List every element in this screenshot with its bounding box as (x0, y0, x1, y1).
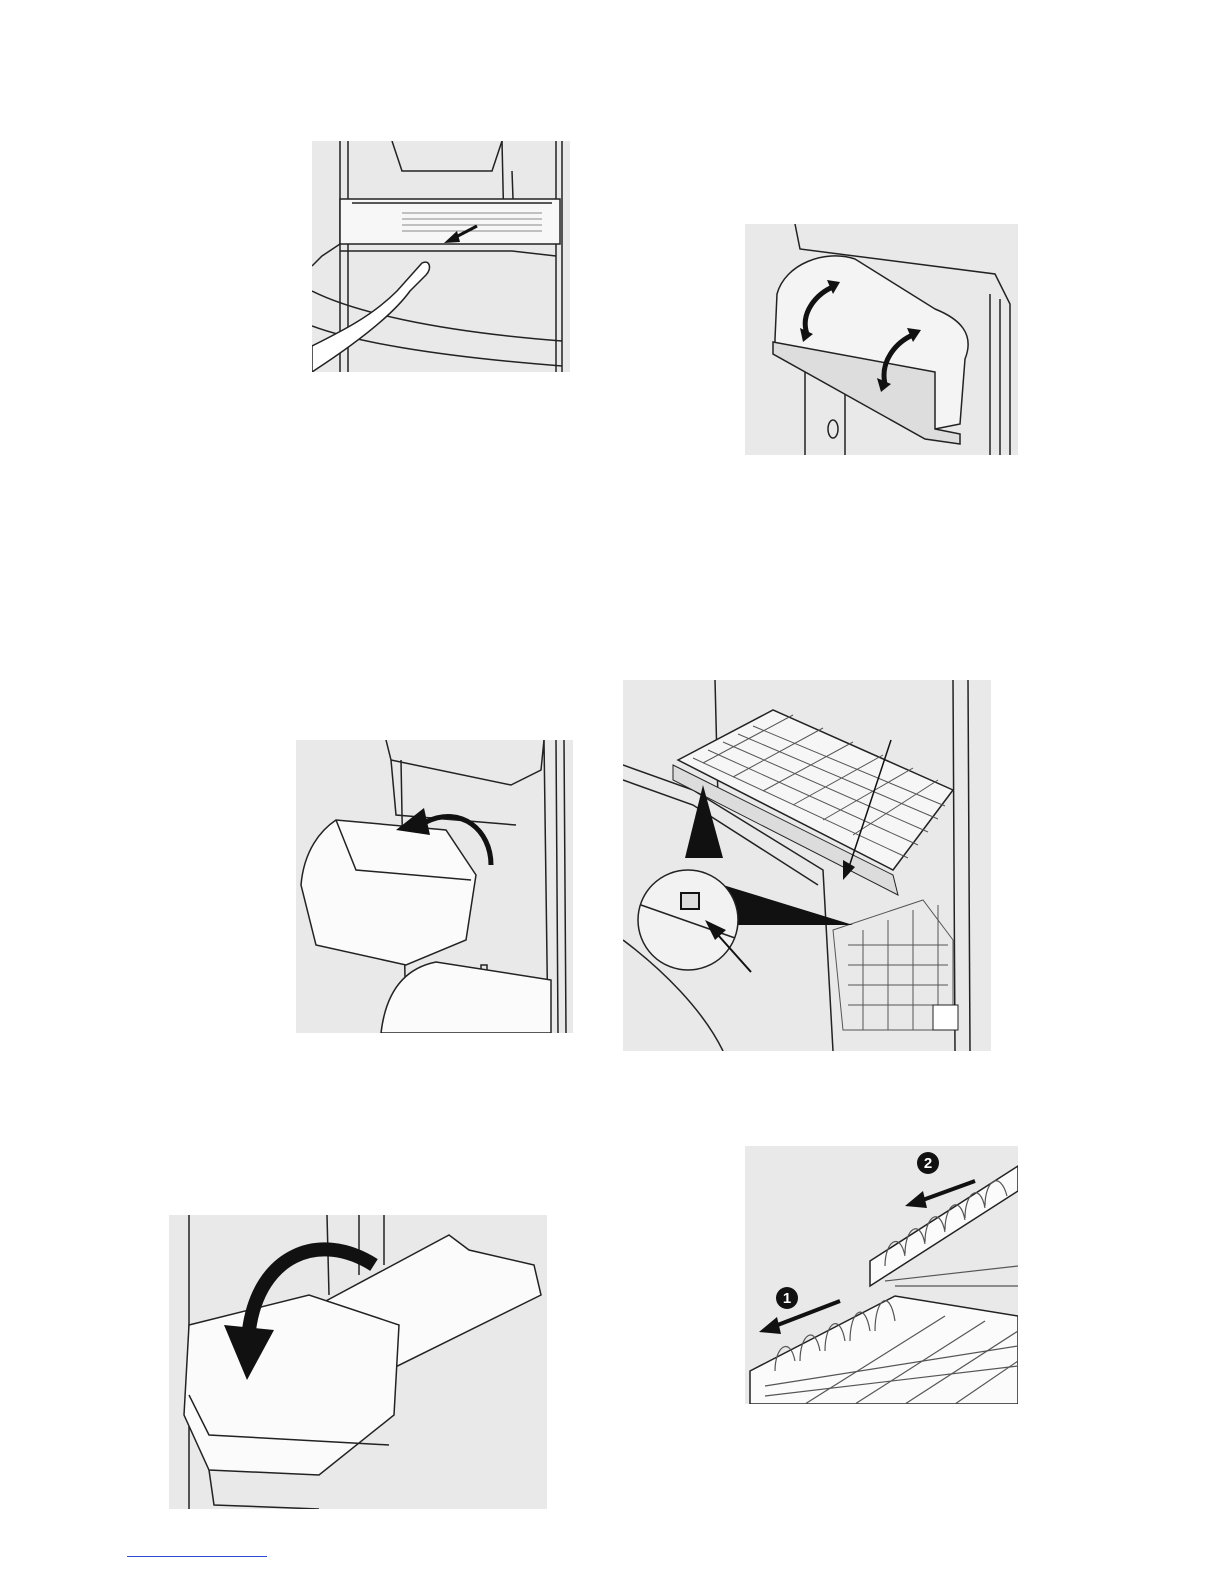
step-2-badge: 2 (917, 1152, 939, 1174)
step-1-arrow-icon (759, 1301, 840, 1334)
freezer-basket-illustration (623, 680, 991, 1051)
upper-basket-grid (673, 710, 953, 895)
hinged-shelf-illustration (169, 1215, 547, 1509)
numbered-baskets-drawing: 2 1 (745, 1146, 1018, 1404)
door-bin-drawing (296, 740, 573, 1033)
shelf-cover-drawing (745, 224, 1018, 455)
step-1-label: 1 (783, 1290, 791, 1307)
door-bin-illustration (296, 740, 573, 1033)
shelf-cover-illustration (745, 224, 1018, 455)
hinged-shelf-drawing (169, 1215, 547, 1509)
crisper-drawer-drawing (312, 141, 570, 372)
lower-basket-grid (833, 900, 958, 1030)
footer-link-underline (127, 1556, 267, 1557)
step-1-badge: 1 (776, 1287, 798, 1309)
numbered-baskets-illustration: 2 1 (745, 1146, 1018, 1404)
freezer-basket-drawing (623, 680, 991, 1051)
step-2-label: 2 (924, 1155, 932, 1172)
crisper-drawer-illustration (312, 141, 570, 372)
